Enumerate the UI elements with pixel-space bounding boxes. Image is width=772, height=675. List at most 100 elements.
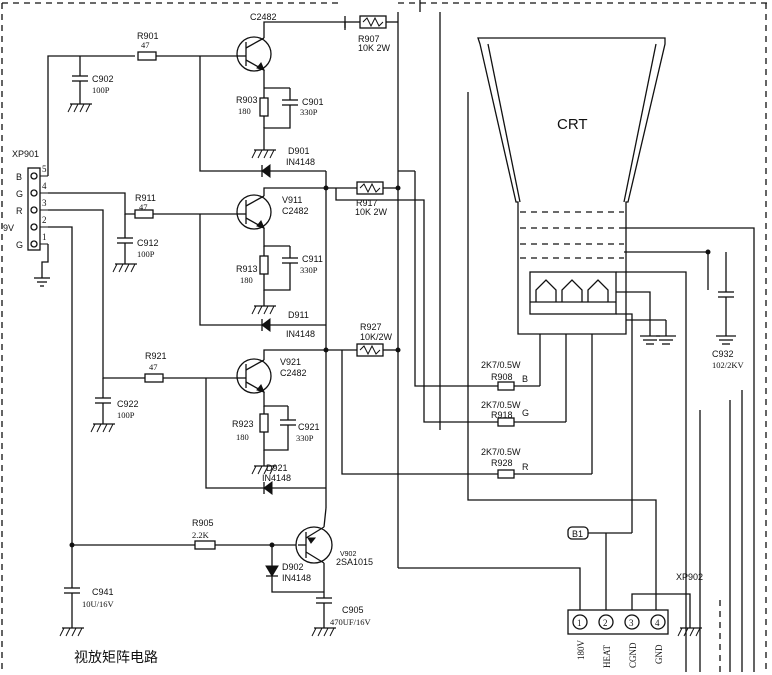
- c911-value: 330P: [300, 265, 318, 275]
- c921-label: C921: [298, 422, 320, 432]
- 2sa1015-label: 2SA1015: [336, 557, 373, 567]
- r923-value: 180: [236, 432, 249, 442]
- r907-value: 10K 2W: [358, 43, 391, 53]
- c905-label: C905: [342, 605, 364, 615]
- xp901-signal-g: G: [16, 189, 23, 199]
- d901-type: IN4148: [286, 157, 315, 167]
- xp901-pin-2: 2: [42, 215, 47, 225]
- c905-value: 470UF/16V: [330, 617, 371, 627]
- supply-rail: [323, 12, 581, 610]
- xp901-pin-4: 4: [42, 181, 47, 191]
- r923-label: R923: [232, 419, 254, 429]
- c922-value: 100P: [117, 410, 135, 420]
- c901-value: 330P: [300, 107, 318, 117]
- b1-label: B1: [572, 529, 583, 539]
- page-title: 视放矩阵电路: [74, 650, 158, 666]
- d921-label: D921: [266, 463, 288, 473]
- c941-label: C941: [92, 587, 114, 597]
- xp902-label: XP902: [676, 572, 703, 582]
- r903-resistor: [259, 97, 269, 117]
- xp902-signal-gnd: GND: [654, 644, 664, 664]
- xp901-wiring: [34, 55, 195, 546]
- r928-color: R: [522, 462, 529, 472]
- d911-type: IN4148: [286, 329, 315, 339]
- r921-resistor: [144, 373, 164, 383]
- r927-label: R927: [360, 322, 382, 332]
- xp902-signal-180v: 180V: [576, 640, 586, 661]
- r911-value: 47: [139, 202, 148, 212]
- xp902-pin-3: 3: [629, 618, 634, 628]
- c2482-transistor-2: [236, 194, 272, 230]
- r905-value: 2.2K: [192, 530, 210, 540]
- bias-section: [59, 507, 336, 637]
- r928-value: 2K7/0.5W: [481, 447, 521, 457]
- r918-value: 2K7/0.5W: [481, 400, 521, 410]
- xp901-signal-r: R: [16, 206, 23, 216]
- r903-value: 180: [238, 106, 251, 116]
- c2482-transistor-3: [236, 358, 272, 394]
- r913-value: 180: [240, 275, 253, 285]
- c932-value: 102/2KV: [712, 360, 745, 370]
- c911-label: C911: [302, 254, 323, 264]
- r923-resistor: [259, 413, 269, 433]
- xp901-signal-gnd: G: [16, 240, 23, 250]
- r913-label: R913: [236, 264, 258, 274]
- c941-value: 10U/16V: [82, 599, 115, 609]
- r901-value: 47: [141, 40, 150, 50]
- xp902-signal-cgnd: CGND: [628, 642, 638, 668]
- xp902-pin-2: 2: [603, 618, 608, 628]
- xp901-pin-1: 1: [42, 232, 47, 242]
- xp901-signal-9v: 9V: [3, 223, 14, 233]
- transistor-3-label: C2482: [280, 368, 307, 378]
- xp902-pin-1: 1: [577, 618, 582, 628]
- channel-r: [90, 349, 326, 495]
- xp902-pin-4: 4: [655, 618, 660, 628]
- transistor-2-label: C2482: [282, 206, 309, 216]
- xp902-signal-heat: HEAT: [602, 645, 612, 668]
- r901-resistor: [137, 51, 157, 61]
- c912-value: 100P: [137, 249, 155, 259]
- r928-label: R928: [491, 458, 513, 468]
- c921-value: 330P: [296, 433, 314, 443]
- c902-value: 100P: [92, 85, 110, 95]
- r921-label: R921: [145, 351, 167, 361]
- c932-capacitor: [705, 249, 736, 345]
- d921-type: IN4148: [262, 473, 291, 483]
- c2482-transistor-1: [236, 36, 272, 72]
- xp901-signal-b: B: [16, 172, 22, 182]
- r908-value: 2K7/0.5W: [481, 360, 521, 370]
- xp901-pin-3: 3: [42, 198, 47, 208]
- r903-label: R903: [236, 95, 258, 105]
- crt-tube: [419, 0, 755, 672]
- r917-value: 10K 2W: [355, 207, 388, 217]
- r905-resistor: [194, 540, 216, 550]
- r917-label: R917: [356, 198, 378, 208]
- xp901-pin-5: 5: [42, 164, 47, 174]
- c901-label: C901: [302, 97, 324, 107]
- channel-g: [112, 187, 326, 332]
- channel-b: [67, 21, 345, 178]
- d902-type: IN4148: [282, 573, 311, 583]
- b1-marker: [567, 526, 632, 610]
- r908-label: R908: [491, 372, 513, 382]
- r908-color: B: [522, 374, 528, 384]
- transistor-1-label: C2482: [250, 12, 277, 22]
- r918-label: R918: [491, 410, 513, 420]
- d911-label: D911: [288, 310, 309, 320]
- r905-label: R905: [192, 518, 214, 528]
- d901-label: D901: [288, 146, 310, 156]
- r911-label: R911: [135, 193, 156, 203]
- xp901-label: XP901: [12, 149, 39, 159]
- r928-resistor: [497, 469, 515, 479]
- r908-resistor: [497, 381, 515, 391]
- xp901-connector: [27, 167, 48, 251]
- r913-resistor: [259, 255, 269, 275]
- xp902-connector: [567, 593, 702, 637]
- 2sa1015-transistor: [295, 526, 333, 564]
- c922-label: C922: [117, 399, 139, 409]
- v921-label: V921: [280, 357, 301, 367]
- c902-label: C902: [92, 74, 114, 84]
- r921-value: 47: [149, 362, 158, 372]
